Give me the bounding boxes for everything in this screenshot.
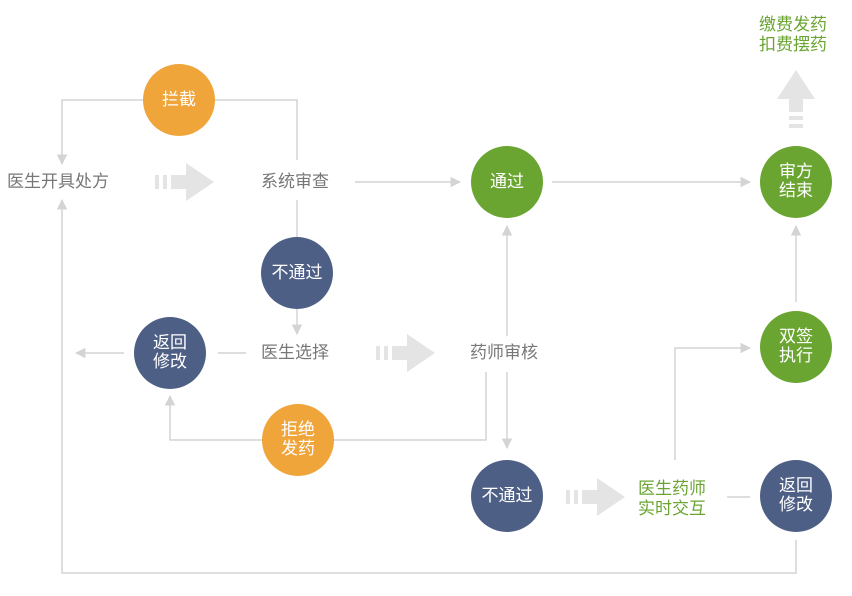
- node-pass: 通过: [471, 146, 543, 218]
- node-review-end-line-1: 审方: [779, 162, 813, 182]
- label-pay-dispense-line-2: 扣费摆药: [759, 35, 827, 55]
- node-double-sign: 双签 执行: [760, 311, 832, 383]
- node-refuse-line-1: 拒绝: [281, 420, 315, 440]
- label-pay-dispense-line-1: 缴费发药: [759, 15, 827, 35]
- big-arrow-right-3: [566, 478, 625, 516]
- label-prescribe: 医生开具处方: [7, 172, 109, 192]
- node-intercept: 拦截: [143, 64, 215, 136]
- label-interaction-line-1: 医生药师: [638, 479, 706, 499]
- label-interaction-line-2: 实时交互: [638, 499, 706, 519]
- big-arrow-up: [777, 70, 815, 128]
- node-pass-text: 通过: [490, 171, 524, 192]
- connector-interaction-to-sign: [674, 342, 752, 460]
- node-double-sign-line-2: 执行: [779, 346, 813, 366]
- label-pay-dispense: 缴费发药 扣费摆药: [759, 15, 827, 55]
- label-doctor-choice: 医生选择: [261, 343, 329, 363]
- big-arrow-right-2: [376, 334, 435, 372]
- node-double-sign-line-1: 双签: [779, 327, 813, 347]
- node-refuse-line-2: 发药: [281, 439, 315, 459]
- label-system-review: 系统审查: [261, 172, 329, 192]
- node-review-end-line-2: 结束: [779, 181, 813, 201]
- node-return-modify-left-line-2: 修改: [153, 352, 187, 372]
- label-interaction: 医生药师 实时交互: [638, 479, 706, 519]
- node-return-modify-right-line-1: 返回: [779, 476, 813, 496]
- node-pharm-fail: 不通过: [471, 460, 543, 532]
- node-return-modify-right-line-2: 修改: [779, 495, 813, 515]
- node-system-fail-text: 不通过: [271, 262, 323, 283]
- connector-refuse-to-pharmacist: [334, 372, 487, 441]
- node-return-modify-left: 返回 修改: [134, 317, 206, 389]
- connector-refuse-to-return: [164, 394, 262, 441]
- label-pharmacist-review: 药师审核: [470, 343, 538, 363]
- node-return-modify-right: 返回 修改: [760, 460, 832, 532]
- node-intercept-text: 拦截: [162, 89, 196, 110]
- connector-bottom-loop: [56, 198, 797, 574]
- node-return-modify-left-line-1: 返回: [153, 333, 187, 353]
- big-arrow-right-1: [155, 163, 214, 201]
- node-system-fail: 不通过: [261, 237, 333, 309]
- node-pharm-fail-text: 不通过: [481, 485, 533, 506]
- node-review-end: 审方 结束: [760, 146, 832, 218]
- node-refuse: 拒绝 发药: [262, 404, 334, 476]
